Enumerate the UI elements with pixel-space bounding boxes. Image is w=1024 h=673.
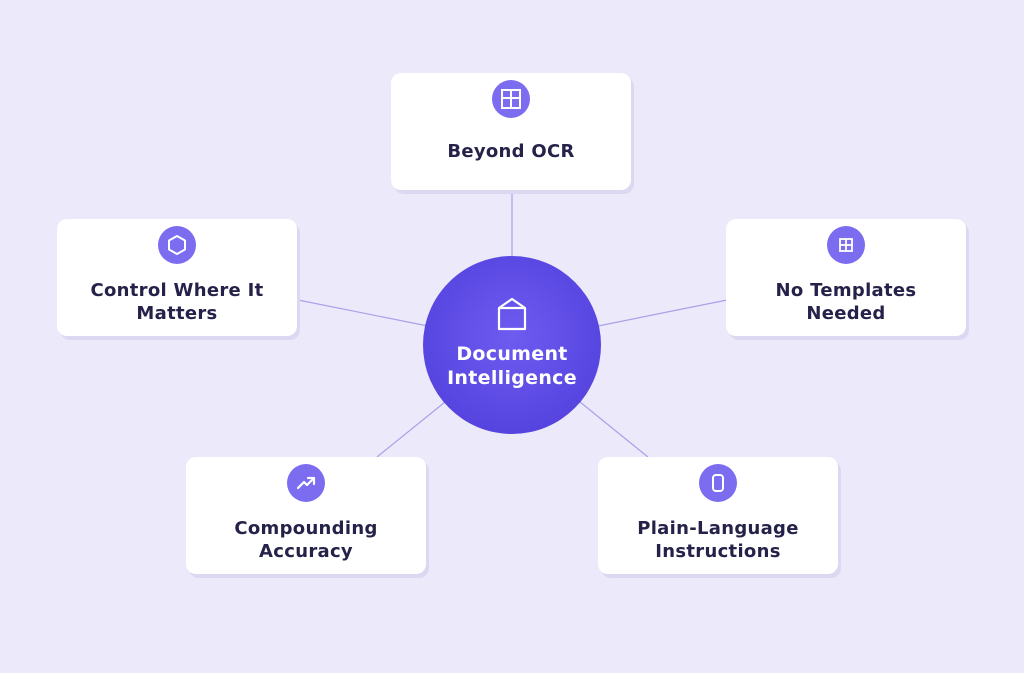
connector-no-templates xyxy=(597,299,728,327)
node-label: Compounding Accuracy xyxy=(234,518,378,562)
node-card-no-templates: No Templates Needed xyxy=(726,219,966,336)
node-label: Plain-Language Instructions xyxy=(637,518,799,562)
cube-icon xyxy=(495,296,529,332)
rounded-rect-icon xyxy=(699,464,737,502)
hub-node: Document Intelligence xyxy=(423,256,601,434)
grid-small-icon xyxy=(827,226,865,264)
connector-control xyxy=(297,299,429,327)
node-card-control: Control Where It Matters xyxy=(57,219,297,336)
hexagon-icon xyxy=(158,226,196,264)
node-label: Control Where It Matters xyxy=(90,280,264,324)
connector-plain-language xyxy=(579,401,649,458)
trend-up-icon xyxy=(287,464,325,502)
connector-compounding xyxy=(376,401,446,458)
node-label: No Templates Needed xyxy=(775,280,917,324)
node-label: Beyond OCR xyxy=(447,141,575,162)
grid-icon xyxy=(492,80,530,118)
node-card-beyond-ocr: Beyond OCR xyxy=(391,73,631,190)
node-card-compounding: Compounding Accuracy xyxy=(186,457,426,574)
hub-label: Document Intelligence xyxy=(447,343,577,389)
node-card-plain-language: Plain-Language Instructions xyxy=(598,457,838,574)
